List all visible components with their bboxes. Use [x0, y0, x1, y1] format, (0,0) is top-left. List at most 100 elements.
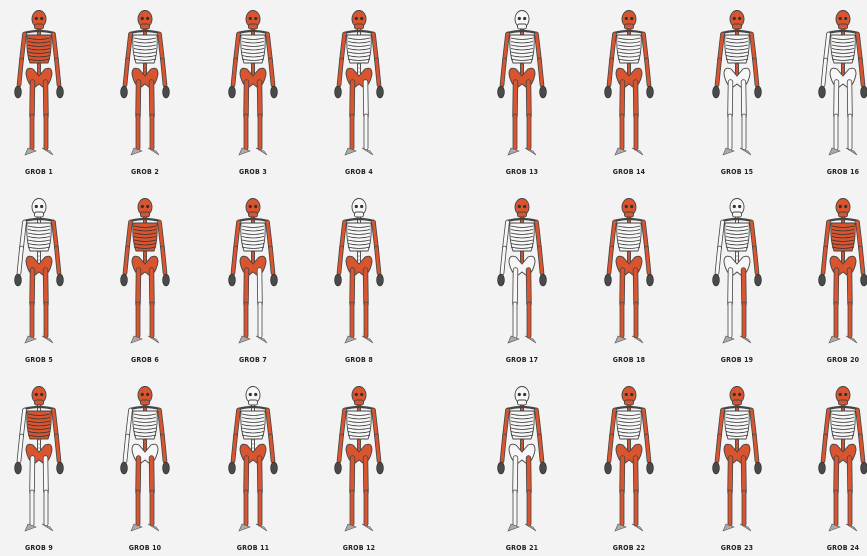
leg-left	[829, 270, 840, 343]
skull	[730, 199, 744, 218]
skull	[352, 11, 366, 30]
grave-label: GROB 21	[472, 544, 572, 552]
skull	[622, 387, 636, 406]
skull	[138, 199, 152, 218]
arm-right	[160, 410, 170, 474]
skull	[32, 11, 46, 30]
arm-left	[498, 34, 508, 98]
skeleton-diagram	[487, 8, 557, 158]
skeleton-figure: GROB 5	[4, 196, 74, 366]
arm-left	[819, 410, 829, 474]
leg-right	[846, 458, 857, 531]
skull	[515, 11, 529, 30]
ribcage	[617, 411, 641, 439]
skeleton-diagram	[4, 384, 74, 534]
skull	[622, 11, 636, 30]
arm-right	[537, 222, 547, 286]
ribcage	[617, 35, 641, 63]
ribcage	[133, 35, 157, 63]
arm-left	[498, 222, 508, 286]
arm-right	[374, 222, 384, 286]
leg-left	[615, 82, 626, 155]
skeleton-figure: GROB 3	[218, 8, 288, 178]
grave-label: GROB 16	[793, 168, 867, 176]
arm-left	[605, 410, 615, 474]
arm-right	[752, 34, 762, 98]
leg-left	[239, 458, 250, 531]
skeleton-figure: GROB 14	[594, 8, 664, 178]
arm-right	[752, 410, 762, 474]
grave-label: GROB 3	[203, 168, 303, 176]
skull	[515, 199, 529, 218]
skeleton-figure: GROB 20	[808, 196, 867, 366]
skeleton-figure: GROB 24	[808, 384, 867, 554]
skeleton-diagram	[487, 384, 557, 534]
skull	[622, 199, 636, 218]
grave-label: GROB 13	[472, 168, 572, 176]
arm-left	[713, 222, 723, 286]
grave-label: GROB 18	[579, 356, 679, 364]
leg-left	[508, 458, 519, 531]
skull	[836, 11, 850, 30]
leg-left	[345, 270, 356, 343]
ribcage	[617, 223, 641, 251]
skull	[246, 11, 260, 30]
skeleton-figure: GROB 11	[218, 384, 288, 554]
arm-left	[335, 34, 345, 98]
skeleton-figure: GROB 13	[487, 8, 557, 178]
leg-right	[256, 270, 267, 343]
leg-left	[345, 82, 356, 155]
arm-right	[160, 34, 170, 98]
skeleton-diagram	[110, 8, 180, 158]
ribcage	[347, 411, 371, 439]
leg-left	[131, 458, 142, 531]
grave-label: GROB 2	[95, 168, 195, 176]
arm-left	[229, 222, 239, 286]
grave-label: GROB 14	[579, 168, 679, 176]
arm-left	[819, 222, 829, 286]
leg-right	[525, 458, 536, 531]
arm-right	[54, 222, 64, 286]
leg-right	[632, 270, 643, 343]
skeleton-figure: GROB 16	[808, 8, 867, 178]
skeleton-diagram	[702, 196, 772, 346]
skeleton-figure: GROB 8	[324, 196, 394, 366]
skeleton-diagram	[110, 384, 180, 534]
arm-left	[498, 410, 508, 474]
skeleton-diagram	[702, 384, 772, 534]
leg-left	[723, 270, 734, 343]
skeleton-diagram	[324, 196, 394, 346]
ribcage	[347, 35, 371, 63]
arm-left	[605, 222, 615, 286]
leg-right	[740, 458, 751, 531]
ribcage	[725, 223, 749, 251]
grave-label: GROB 10	[95, 544, 195, 552]
skeleton-figure: GROB 22	[594, 384, 664, 554]
grave-label: GROB 9	[0, 544, 89, 552]
leg-right	[632, 82, 643, 155]
leg-right	[42, 82, 53, 155]
skeleton-diagram	[594, 8, 664, 158]
skeleton-figure: GROB 10	[110, 384, 180, 554]
grave-label: GROB 19	[687, 356, 787, 364]
grave-label: GROB 23	[687, 544, 787, 552]
arm-right	[54, 34, 64, 98]
arm-right	[374, 34, 384, 98]
skeleton-figure: GROB 19	[702, 196, 772, 366]
skull	[730, 11, 744, 30]
arm-left	[121, 410, 131, 474]
skeleton-diagram	[324, 384, 394, 534]
grave-label: GROB 8	[309, 356, 409, 364]
arm-left	[15, 34, 25, 98]
arm-right	[268, 34, 278, 98]
grave-label: GROB 5	[0, 356, 89, 364]
arm-right	[160, 222, 170, 286]
ribcage	[510, 35, 534, 63]
leg-left	[131, 270, 142, 343]
skeleton-figure: GROB 12	[324, 384, 394, 554]
arm-right	[858, 34, 867, 98]
arm-left	[713, 34, 723, 98]
ribcage	[831, 35, 855, 63]
arm-left	[335, 410, 345, 474]
leg-right	[42, 458, 53, 531]
